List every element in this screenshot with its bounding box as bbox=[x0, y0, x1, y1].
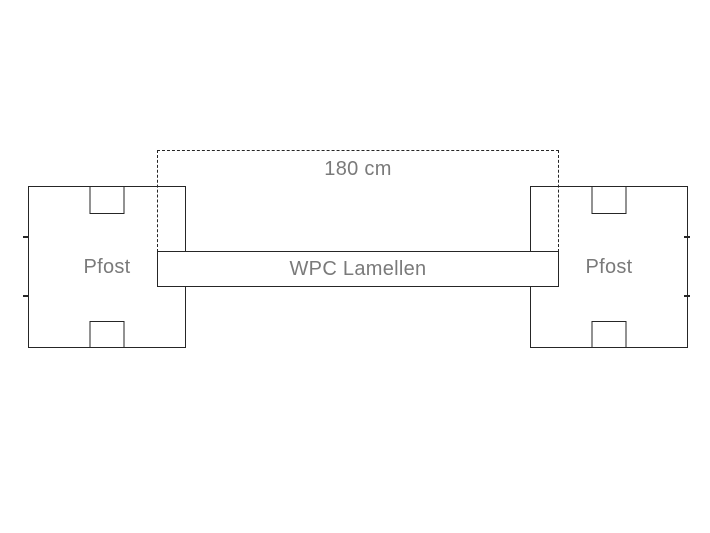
post-right-label: Pfost bbox=[585, 255, 633, 278]
post-left-label: Pfost bbox=[83, 255, 131, 278]
dimension-label: 180 cm bbox=[324, 158, 392, 180]
wpc-slat: WPC Lamellen bbox=[157, 251, 559, 287]
post-right-side-tick-bottom bbox=[684, 295, 690, 297]
post-left-side-tick-top bbox=[23, 236, 29, 238]
post-right-groove-top bbox=[591, 187, 627, 214]
wpc-slat-label: WPC Lamellen bbox=[289, 257, 427, 280]
dimension-box: 180 cm bbox=[157, 150, 559, 252]
post-left-side-tick-bottom bbox=[23, 295, 29, 297]
post-right-groove-bottom bbox=[591, 321, 627, 347]
post-right-side-tick-top bbox=[684, 236, 690, 238]
post-left-groove-bottom bbox=[89, 321, 125, 347]
post-left-groove-top bbox=[89, 187, 125, 214]
